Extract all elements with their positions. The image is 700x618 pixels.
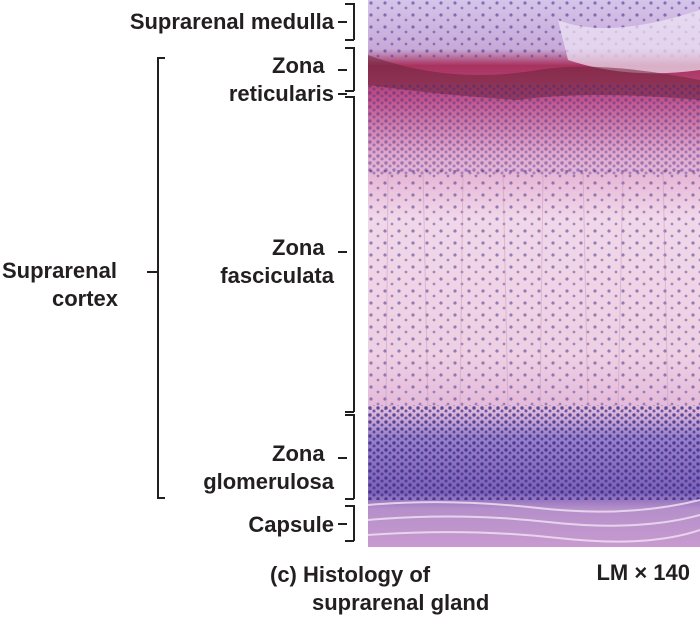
caption-line-1: (c) Histology of — [270, 562, 431, 587]
micrograph — [368, 0, 700, 547]
zona-fasciculata-label-2: fasciculata — [220, 263, 334, 288]
zona-reticularis-label-1: Zona — [272, 53, 325, 78]
suprarenal-cortex-label-1: Suprarenal — [2, 258, 117, 283]
glomerulosa-bracket — [353, 414, 355, 499]
capsule-bracket — [353, 505, 355, 541]
medulla-bracket — [353, 3, 355, 40]
reticularis-bracket — [353, 47, 355, 91]
capsule-label: Capsule — [248, 512, 334, 537]
zona-glomerulosa-label-1: Zona — [272, 441, 325, 466]
zona-glomerulosa-label-2: glomerulosa — [203, 469, 334, 494]
suprarenal-medulla-label: Suprarenal medulla — [129, 9, 334, 34]
magnification-label: LM × 140 — [596, 560, 690, 585]
zona-fasciculata-label-1: Zona — [272, 235, 325, 260]
caption-line-2: suprarenal gland — [312, 590, 490, 615]
cortex-bracket — [157, 57, 159, 498]
suprarenal-cortex-label-2: cortex — [52, 286, 119, 311]
zona-reticularis-label-2: reticularis — [228, 81, 334, 106]
micrograph-image — [368, 0, 700, 547]
fasciculata-bracket — [353, 96, 355, 412]
